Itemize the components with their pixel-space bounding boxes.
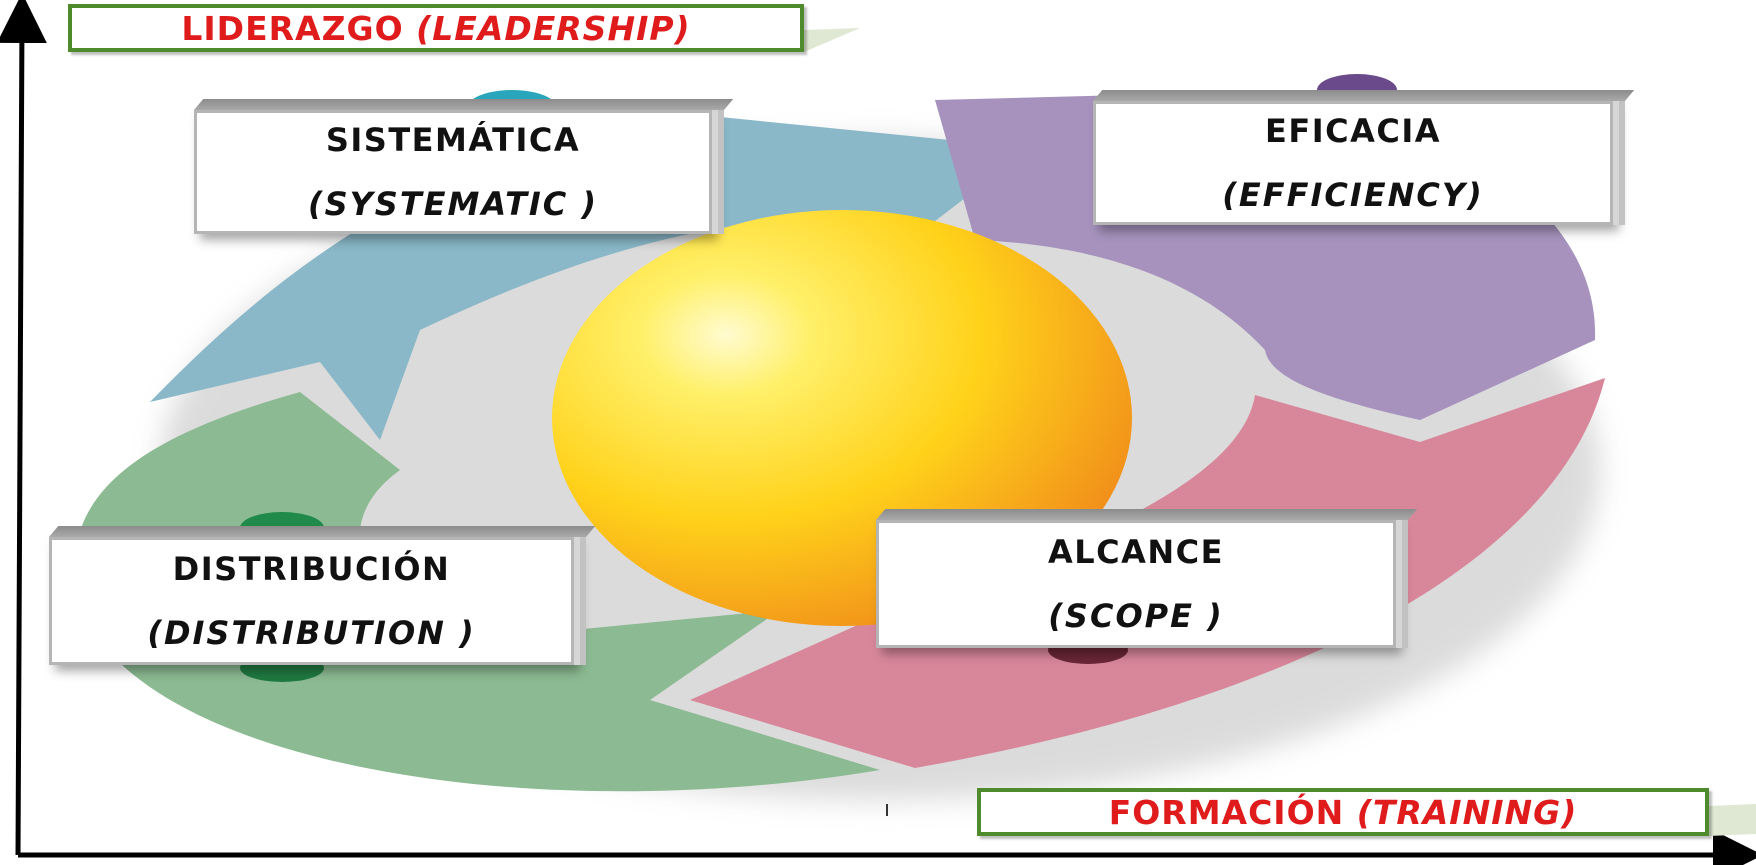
axis-label-leadership: LIDERAZGO (LEADERSHIP) (68, 4, 804, 52)
axis-label-training-paren: (TRAINING) (1356, 792, 1578, 832)
axis-label-training-main: FORMACIÓN (1108, 792, 1345, 832)
box-efficiency-en: (EFFICIENCY) (1222, 176, 1484, 214)
axis-label-leadership-paren: (LEADERSHIP) (416, 8, 691, 48)
box-systematic-en: (SYSTEMATIC ) (307, 185, 599, 223)
box-efficiency-es: EFICACIA (1264, 112, 1442, 150)
box-systematic: SISTEMÁTICA (SYSTEMATIC ) (194, 110, 712, 234)
arrow-segment-systematic (150, 115, 1030, 440)
box-systematic-es: SISTEMÁTICA (325, 121, 581, 159)
axis-label-leadership-main: LIDERAZGO (181, 8, 404, 48)
label-wedge-y (804, 28, 860, 52)
box-scope: ALCANCE (SCOPE ) (876, 520, 1396, 648)
box-scope-es: ALCANCE (1047, 533, 1225, 571)
box-distribution-es: DISTRIBUCIÓN (172, 550, 451, 588)
box-distribution-en: (DISTRIBUTION ) (147, 614, 476, 652)
arrow-segment-distribution (74, 392, 880, 792)
label-wedge-x (1709, 804, 1756, 836)
box-scope-en: (SCOPE ) (1048, 597, 1224, 635)
y-axis (0, 0, 47, 856)
axis-label-training: FORMACIÓN (TRAINING) (977, 788, 1709, 836)
box-efficiency: EFICACIA (EFFICIENCY) (1093, 101, 1613, 225)
box-distribution: DISTRIBUCIÓN (DISTRIBUTION ) (49, 537, 574, 665)
